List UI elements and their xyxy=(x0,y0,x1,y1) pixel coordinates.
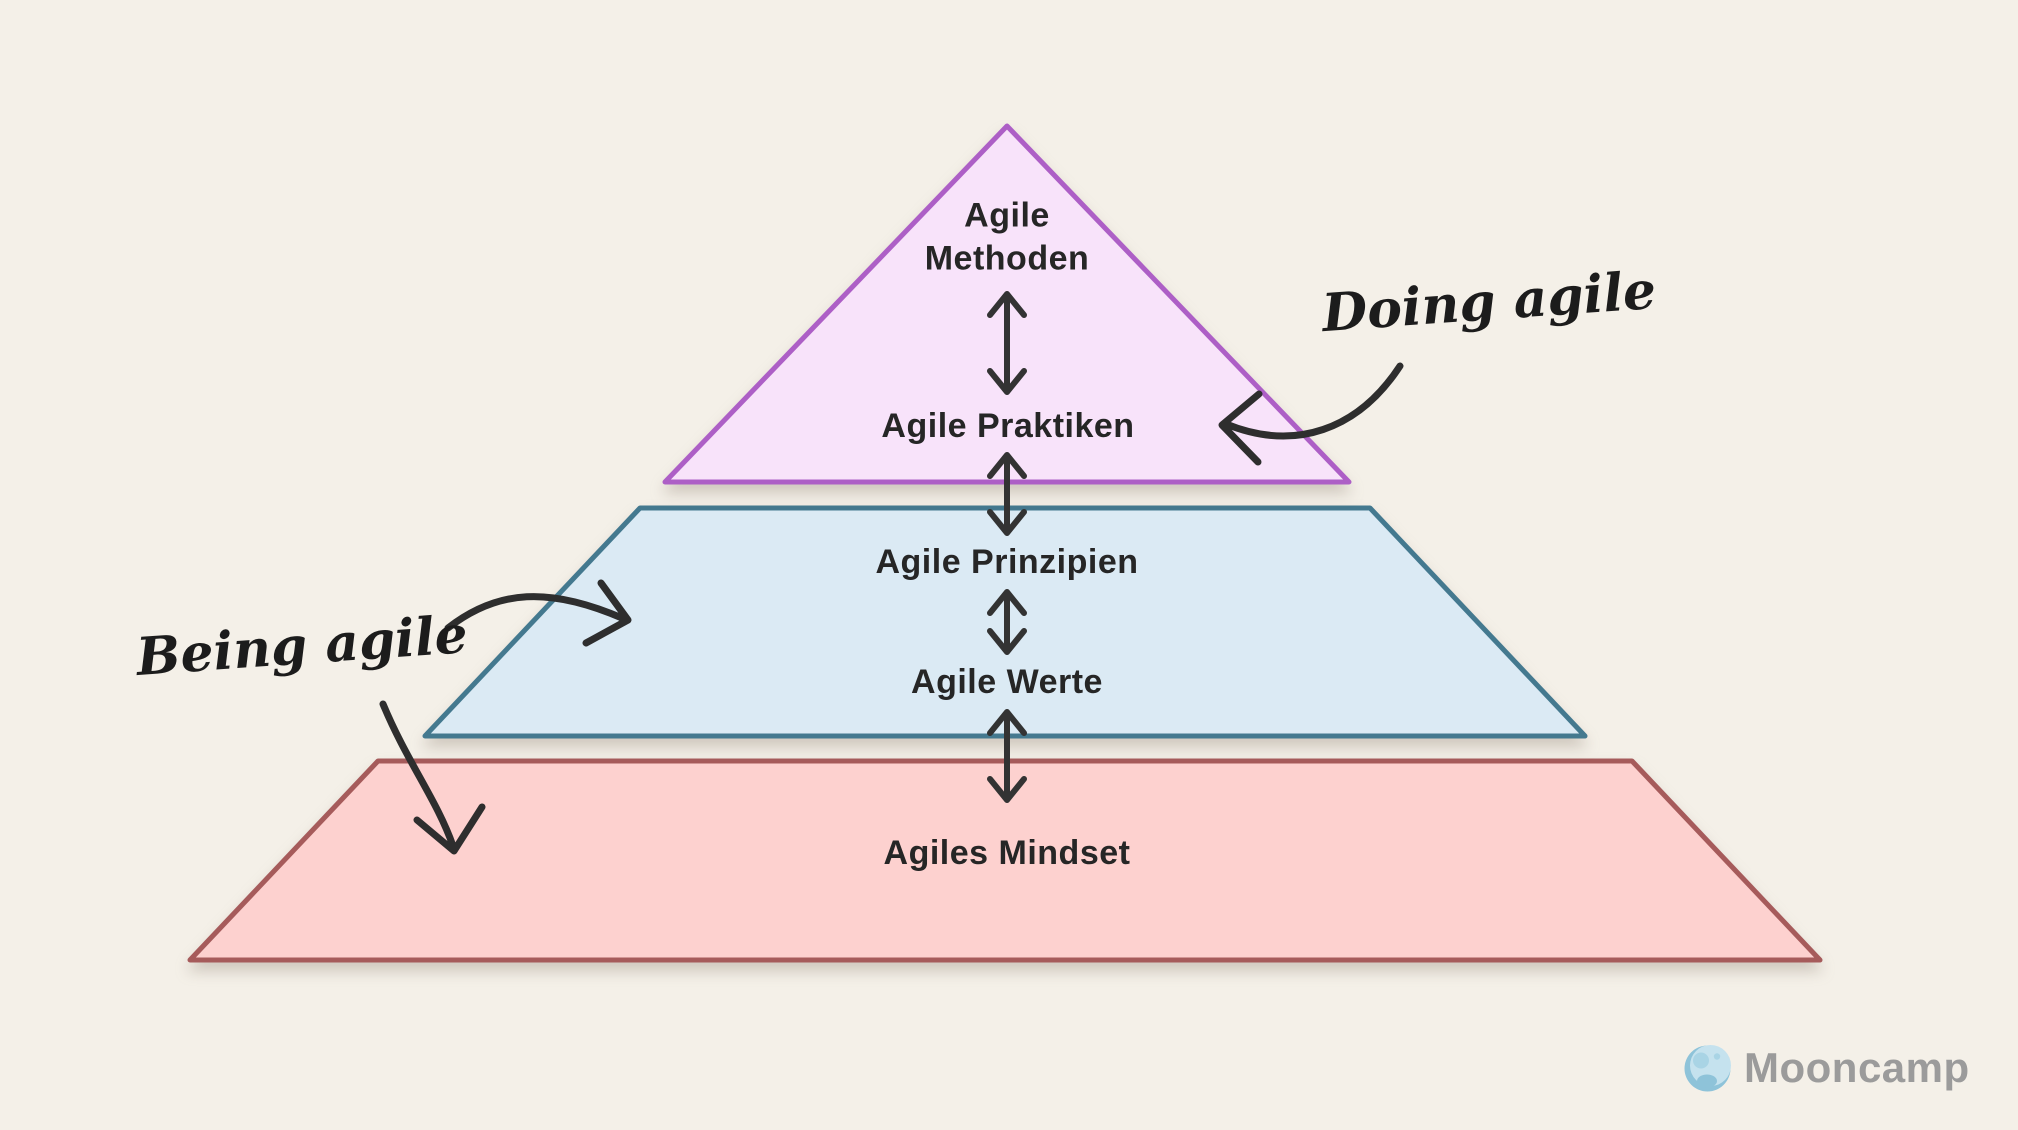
annotation-arrows xyxy=(379,362,1404,855)
being-agile-arrow-down xyxy=(379,700,486,855)
moon-icon xyxy=(1684,1044,1731,1091)
arrow-praktiken-prinzipien xyxy=(987,452,1027,536)
arrow-methoden-praktiken xyxy=(987,291,1027,395)
label-agiles-mindset: Agiles Mindset xyxy=(883,833,1131,872)
doing-agile-arrow xyxy=(1218,362,1404,466)
label-agile-werte: Agile Werte xyxy=(911,662,1103,701)
label-agile-prinzipien: Agile Prinzipien xyxy=(875,542,1139,581)
mooncamp-logo: Mooncamp xyxy=(1684,1044,1970,1092)
arrow-prinzipien-werte xyxy=(987,589,1027,655)
being-agile-arrow-right xyxy=(444,579,632,647)
label-agile-methoden: Agile Methoden xyxy=(924,196,1090,278)
tier-mindset-shape xyxy=(187,758,1823,963)
label-agile-praktiken: Agile Praktiken xyxy=(881,406,1135,445)
flow-arrows xyxy=(987,291,1027,803)
logo-text: Mooncamp xyxy=(1744,1044,1970,1091)
arrow-werte-mindset xyxy=(987,709,1027,803)
